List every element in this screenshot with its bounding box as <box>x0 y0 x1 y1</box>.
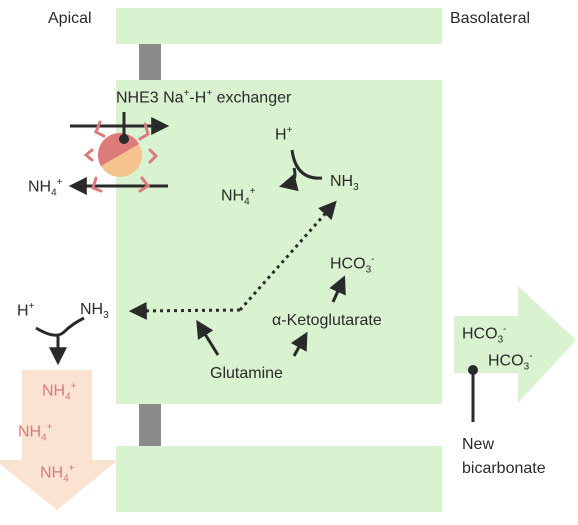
basolateral-label: Basolateral <box>450 10 531 27</box>
nh4-secreted-sub: 4 <box>51 187 57 199</box>
new-bicarbonate-line1: New <box>462 436 495 453</box>
hco3-cell-sub: 3 <box>365 264 372 276</box>
nh4-urine-2: NH4+ <box>18 423 53 444</box>
apical-label: Apical <box>48 10 92 27</box>
blood-bicarbonate-arrow <box>454 286 576 403</box>
hco3-cell-sup: - <box>371 254 375 265</box>
nh3-lumen-base: NH <box>80 301 104 318</box>
h-plus-lumen-sup: + <box>28 301 35 312</box>
nh4-cell-base: NH <box>221 187 245 205</box>
nh4-urine-1-sub: 4 <box>65 391 71 403</box>
nh4-urine-1-sup: + <box>70 381 77 392</box>
tight-junction-bottom <box>139 404 161 446</box>
nh3-lumen-sub: 3 <box>103 310 109 322</box>
nh4-urine-3-sup: + <box>68 463 75 474</box>
nh3-cell: NH3 <box>330 174 359 193</box>
nh3-protonation-arrow <box>290 149 323 180</box>
dotted-nh3-left-path <box>128 301 241 320</box>
nh4-urine-3-sub: 4 <box>63 473 69 485</box>
alpha-ketoglutarate-label: α-Ketoglutarate <box>272 312 382 329</box>
exchanger-sup-1: + <box>183 88 190 99</box>
hco3-blood-1-sub: 3 <box>497 334 504 346</box>
h-plus-cell-base: H <box>275 126 287 144</box>
glutamine-to-nh3-arrow <box>196 319 220 356</box>
hco3-blood-2: HCO3- <box>488 352 532 373</box>
nh3-cell-base: NH <box>330 173 354 190</box>
nh4-cell-sup: + <box>249 186 256 197</box>
akg-to-hco3-arrow <box>329 275 346 303</box>
nh4-urine-3-base: NH <box>40 464 64 482</box>
hco3-cell-base: HCO <box>330 255 366 273</box>
hco3-blood-1: HCO3- <box>462 325 506 346</box>
upper-cell <box>116 8 442 44</box>
h-plus-lumen-base: H <box>17 302 29 320</box>
hco3-blood-2-sub: 3 <box>523 361 530 373</box>
nh3-lumen: NH3 <box>80 302 109 321</box>
lower-cell <box>116 446 442 512</box>
hco3-blood-2-sup: - <box>529 351 533 362</box>
dotted-nh3-upper-path <box>238 200 337 311</box>
urine-ammonium-arrow <box>0 370 118 510</box>
nh4-urine-2-sub: 4 <box>41 432 47 444</box>
ammonia-trapping-arrow <box>35 316 85 337</box>
glutamine-to-akg-arrow <box>290 331 308 357</box>
h-plus-cell: H+ <box>275 126 292 143</box>
h-plus-lumen: H+ <box>17 302 34 319</box>
hco3-blood-1-base: HCO <box>462 325 498 343</box>
main-cell <box>116 80 442 404</box>
nh4-urine-2-base: NH <box>18 423 42 441</box>
nh4-secreted-sup: + <box>56 177 63 188</box>
hco3-blood-1-sup: - <box>503 324 507 335</box>
glutamine-label: Glutamine <box>210 365 283 382</box>
exchanger-sup-2: + <box>206 88 213 99</box>
nh4-urine-3: NH4+ <box>40 464 75 485</box>
hco3-blood-2-base: HCO <box>488 352 524 370</box>
nh4-secreted-base: NH <box>28 178 52 196</box>
hco3-cell: HCO3- <box>330 255 374 276</box>
exchanger-text-3: exchanger <box>212 89 292 107</box>
nh4-urine-2-sup: + <box>46 422 53 433</box>
exchanger-label: NHE3 Na+-H+ exchanger <box>116 89 291 106</box>
nh4-secreted: NH4+ <box>28 178 63 199</box>
nhe3-transporter-icon <box>83 112 159 193</box>
new-bicarbonate-line2: bicarbonate <box>462 460 546 477</box>
h-plus-cell-sup: + <box>286 125 293 136</box>
tight-junction-top <box>139 44 161 80</box>
nh4-urine-1-base: NH <box>42 382 66 400</box>
exchanger-text-2: -H <box>189 89 207 107</box>
nh3-cell-sub: 3 <box>353 182 359 194</box>
nh4-cell: NH4+ <box>221 187 256 208</box>
nh4-urine-1: NH4+ <box>42 382 77 403</box>
exchanger-text-1: NHE3 Na <box>116 89 184 107</box>
nh4-cell-sub: 4 <box>244 196 250 208</box>
